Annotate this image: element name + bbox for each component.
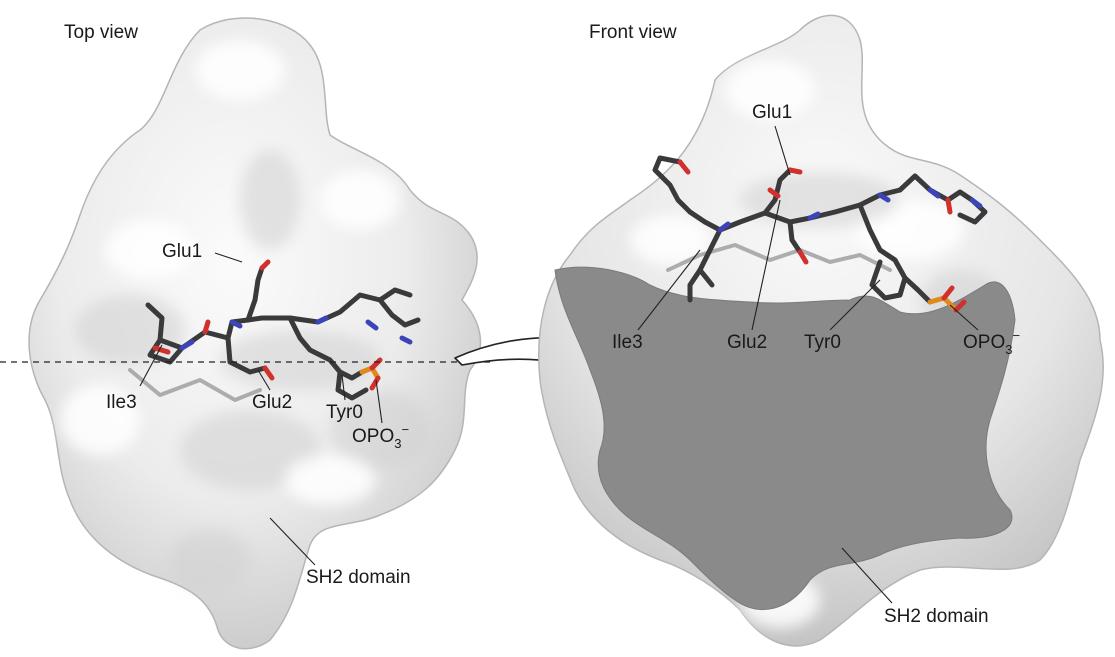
top-view-opo3-label: OPO3− [352, 422, 409, 451]
top-view-sh2-leader [269, 517, 316, 566]
top-view-ile3-leader [139, 344, 163, 387]
front-view-glu2-label: Glu2 [727, 332, 767, 353]
front-view-glu1-label: Glu1 [752, 102, 792, 123]
top-view-panel: Top view Glu1 Ile3 Glu2 Tyr0 OPO3− SH2 d… [0, 17, 490, 650]
front-view-opo3-sup: − [1012, 328, 1020, 343]
top-view-opo3-sub: 3 [394, 436, 401, 451]
front-view-glu2-leader [751, 199, 781, 331]
top-view-glu1-leader [214, 252, 243, 263]
front-view-opo3-sub: 3 [1005, 342, 1012, 357]
front-view-title: Front view [589, 22, 677, 43]
front-view-tyr0-label: Tyr0 [804, 332, 841, 353]
top-view-glu2-label: Glu2 [252, 392, 292, 413]
top-view-title: Top view [64, 22, 138, 43]
top-view-opo3-leader [375, 379, 383, 424]
top-view-opo3-sup: − [401, 422, 409, 437]
top-view-glu2-leader [257, 369, 271, 391]
front-view-tyr0-leader [829, 279, 881, 331]
top-view-peptide [128, 259, 421, 402]
front-view-cut-face [554, 266, 1016, 610]
top-view-opo3-base: OPO [352, 426, 394, 447]
top-view-tyr0-label: Tyr0 [326, 402, 363, 423]
front-view-sh2-label: SH2 domain [884, 606, 989, 627]
front-view-opo3-label: OPO3− [963, 328, 1020, 357]
front-view-ile3-leader [637, 249, 701, 331]
front-view-sh2-leader [841, 547, 893, 604]
top-view-surface-texture [60, 40, 430, 590]
front-view-glu1-leader [774, 125, 791, 176]
top-view-ile3-label: Ile3 [106, 392, 137, 413]
front-view-opo3-base: OPO [963, 332, 1005, 353]
top-view-sh2-label: SH2 domain [306, 567, 411, 588]
front-view-opo3-leader [949, 304, 979, 331]
front-view-panel: Front view Glu1 Ile3 Glu2 Tyr0 OPO3− SH2… [538, 14, 1104, 647]
front-view-ile3-label: Ile3 [612, 332, 643, 353]
top-view-tyr0-leader [341, 374, 346, 401]
top-view-glu1-label: Glu1 [162, 241, 202, 262]
